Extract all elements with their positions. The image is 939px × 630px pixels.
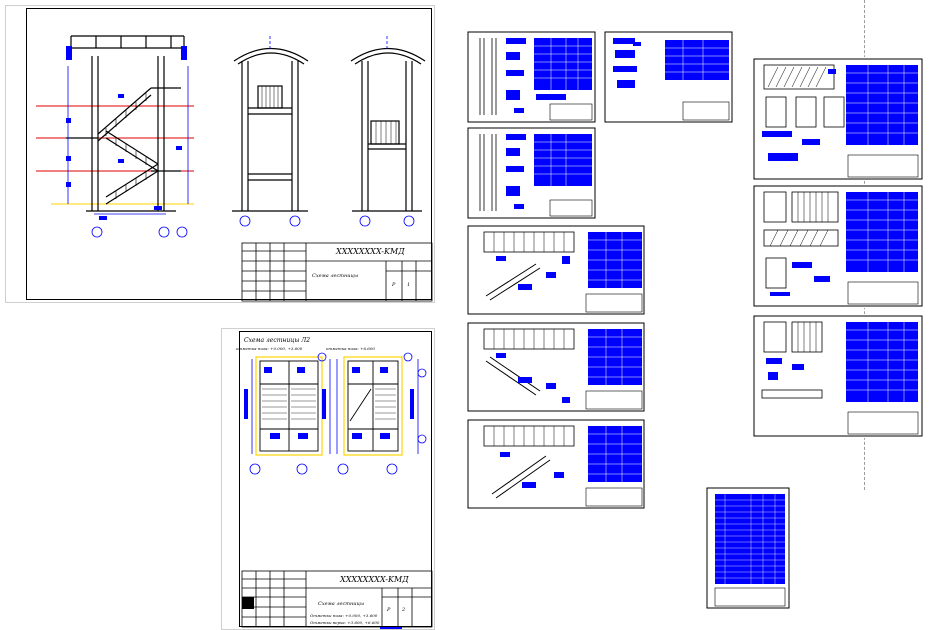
- sheet-staircase-elevation[interactable]: XXXXXXXX-KMД Cxeма лестницы P 1: [5, 5, 435, 303]
- thumb-sheet-specification[interactable]: [705, 486, 791, 610]
- sheet2-code: XXXXXXXX-KMД: [340, 575, 409, 584]
- thumb-sheet-stair-flight-3[interactable]: [466, 418, 646, 510]
- sheet2-title-right: отметка низа: +6.600: [326, 346, 375, 351]
- sheet1-name: Cxeма лестницы: [312, 273, 359, 279]
- thumb-sheet-stair-flight-1[interactable]: [466, 224, 646, 316]
- sheet1-number: 1: [407, 282, 411, 288]
- sheet2-title-left: Схема лестницы Л2: [244, 337, 311, 344]
- thumb-sheet-columns-2[interactable]: [466, 126, 597, 220]
- sheet-border: [239, 331, 432, 627]
- sheet1-stage: P: [392, 282, 396, 288]
- sheet-staircase-plan[interactable]: Схема лестницы Л2 отметка низа: +0.000, …: [221, 328, 435, 630]
- plan-drawing: [241, 352, 433, 629]
- sheet-border: [26, 8, 432, 300]
- thumb-drawing: [753, 315, 923, 437]
- thumb-drawing: [706, 487, 790, 609]
- thumb-sheet-details[interactable]: [603, 30, 734, 124]
- elevation-drawing: [36, 35, 433, 302]
- thumb-drawing: [753, 58, 923, 180]
- thumb-sheet-platform-3[interactable]: [752, 314, 924, 438]
- thumb-drawing: [604, 31, 733, 123]
- thumb-drawing: [467, 419, 645, 509]
- thumb-drawing: [467, 322, 645, 412]
- sheet2-note-2: Отметки верха: +3.600, +6.600: [310, 620, 380, 625]
- sheet2-number: 2: [402, 607, 406, 613]
- thumb-drawing: [467, 225, 645, 315]
- thumb-sheet-platform-1[interactable]: [752, 57, 924, 181]
- thumb-sheet-platform-2[interactable]: [752, 184, 924, 308]
- sheet2-name: Cxeма лестницы: [318, 601, 365, 607]
- sheet1-code: XXXXXXXX-KMД: [336, 247, 405, 256]
- sheet2-note-1: Отметки низа: +0.000, +3.600: [310, 613, 378, 618]
- thumb-sheet-columns-1[interactable]: [466, 30, 597, 124]
- thumb-drawing: [467, 127, 596, 219]
- sheet2-subtitle-left: отметка низа: +0.000, +3.600: [236, 346, 303, 351]
- thumb-drawing: [467, 31, 596, 123]
- thumb-sheet-stair-flight-2[interactable]: [466, 321, 646, 413]
- thumb-drawing: [753, 185, 923, 307]
- sheet2-stage: P: [387, 607, 391, 613]
